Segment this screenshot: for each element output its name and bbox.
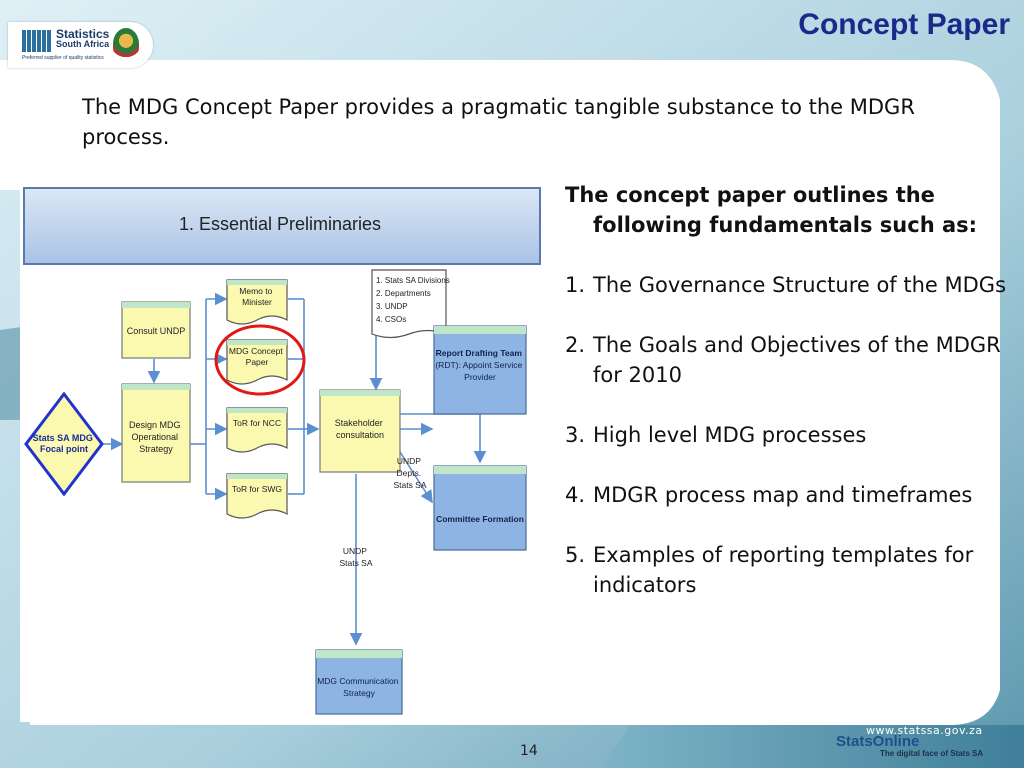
coat-of-arms-icon xyxy=(113,28,139,60)
concept-paper-node: MDG Concept Paper xyxy=(226,339,288,385)
svg-text:1. Stats SA Divisions 2.: 1. Stats SA Divisions 2. Departments 3. … xyxy=(376,276,452,324)
logo-tagline: Preferred supplier of quality statistics xyxy=(22,55,104,61)
tor-ncc-node: ToR for NCC xyxy=(226,407,288,453)
participants-list-node: 1. Stats SA Divisions 2. Departments 3. … xyxy=(371,269,452,339)
svg-text:Memo to Minister: Memo to Minister xyxy=(239,286,274,307)
design-line3: Strategy xyxy=(139,444,173,454)
memo-line1: Memo to xyxy=(239,286,272,296)
list-item: 1. The Governance Structure of the MDGs xyxy=(565,270,1021,300)
rdt-line2: (RDT): Appoint Service xyxy=(435,360,522,370)
process-diagram: 1. Essential Preliminaries Stats SA MDG … xyxy=(20,184,544,722)
undp-stats-line1: UNDP xyxy=(343,546,367,556)
list-item: 5. Examples of reporting templates for i… xyxy=(565,540,1021,600)
memo-minister-node: Memo to Minister xyxy=(226,279,288,325)
tor-ncc-label: ToR for NCC xyxy=(233,418,281,428)
concept-line2: Paper xyxy=(246,357,269,367)
highlight-circle xyxy=(214,324,306,396)
undp-depts-line1: UNDP xyxy=(397,456,421,466)
svg-text:Stats SA MDG Focal point: Stats SA MDG Focal point xyxy=(33,433,96,454)
tor-swg-node: ToR for SWG xyxy=(226,473,288,519)
consult-undp-node: Consult UNDP xyxy=(121,301,191,359)
concept-line1: MDG Concept xyxy=(229,346,283,356)
design-strategy-node: Design MDG Operational Strategy xyxy=(121,383,191,483)
list-item-number: 2. xyxy=(565,333,586,357)
list-item: 3. High level MDG processes xyxy=(565,420,1021,450)
focal-line2: Focal point xyxy=(40,444,88,454)
diagram-header-text: 1. Essential Preliminaries xyxy=(179,214,381,234)
list-item-text: The Goals and Objectives of the MDGR for… xyxy=(593,333,1001,387)
logo-line2: South Africa xyxy=(56,39,110,49)
stakeholder-line2: consultation xyxy=(336,430,384,440)
list-line1: 1. Stats SA Divisions xyxy=(376,276,450,285)
design-line1: Design MDG xyxy=(129,420,181,430)
undp-stats-label: UNDP Stats SA xyxy=(339,546,372,568)
list-item-number: 3. xyxy=(565,423,586,447)
consult-undp-label: Consult UNDP xyxy=(127,326,186,336)
fundamentals-lead: The concept paper outlines the following… xyxy=(565,183,978,237)
list-item-text: High level MDG processes xyxy=(593,423,867,447)
footer-tagline: The digital face of Stats SA xyxy=(880,749,984,758)
undp-stats-line2: Stats SA xyxy=(339,558,372,568)
focal-point-node: Stats SA MDG Focal point xyxy=(24,391,104,497)
communication-strategy-node: MDG Communication Strategy xyxy=(315,649,403,715)
fundamentals-section: The concept paper outlines the following… xyxy=(565,180,1021,600)
page-number: 14 xyxy=(520,743,538,759)
list-item: 4. MDGR process map and timeframes xyxy=(565,480,1021,510)
list-item: 2. The Goals and Objectives of the MDGR … xyxy=(565,330,1021,390)
list-item-text: Examples of reporting templates for indi… xyxy=(593,543,974,597)
rdt-line3: Provider xyxy=(464,372,496,382)
list-item-text: MDGR process map and timeframes xyxy=(593,483,973,507)
fundamentals-list: 1. The Governance Structure of the MDGs … xyxy=(565,270,1021,600)
undp-depts-line3: Stats SA xyxy=(393,480,426,490)
logo-grid-icon xyxy=(22,30,52,52)
svg-text:Design MDG Operational: Design MDG Operational Strategy xyxy=(129,420,183,454)
stakeholder-line1: Stakeholder xyxy=(335,418,383,428)
footer-url[interactable]: www.statssa.gov.za xyxy=(866,724,983,737)
stakeholder-node: Stakeholder consultation xyxy=(319,389,401,473)
list-line3: 3. UNDP xyxy=(376,302,407,311)
report-drafting-node: Report Drafting Team (RDT): Appoint Serv… xyxy=(433,325,527,415)
list-item-number: 5. xyxy=(565,543,586,567)
intro-text: The MDG Concept Paper provides a pragmat… xyxy=(82,95,915,149)
list-item-number: 1. xyxy=(565,273,586,297)
comms-line2: Strategy xyxy=(343,688,375,698)
tor-swg-label: ToR for SWG xyxy=(232,484,282,494)
focal-line1: Stats SA MDG xyxy=(33,433,93,443)
svg-text:Stakeholder consultation: Stakeholder consultation xyxy=(335,418,386,440)
slide-title: Concept Paper xyxy=(798,8,1010,41)
committee-node: Committee Formation xyxy=(433,465,527,551)
rdt-line1: Report Drafting Team xyxy=(436,348,523,358)
undp-depts-label: UNDP Depts. Stats SA xyxy=(393,456,426,490)
undp-depts-line2: Depts. xyxy=(397,468,422,478)
comms-line1: MDG Communication xyxy=(317,676,399,686)
design-line2: Operational xyxy=(131,432,178,442)
memo-line2: Minister xyxy=(242,297,272,307)
svg-text:MDG Communication Strate: MDG Communication Strategy xyxy=(317,676,401,698)
svg-text:MDG Concept Paper: MDG Concept Paper xyxy=(229,346,285,367)
footer-brand: StatsOnline xyxy=(836,733,920,750)
svg-text:Report Drafting Team (RD: Report Drafting Team (RDT): Appoint Serv… xyxy=(435,348,524,382)
logo-line1: Statistics xyxy=(56,27,110,41)
list-item-number: 4. xyxy=(565,483,586,507)
committee-label: Committee Formation xyxy=(436,514,524,524)
diagram-header-box xyxy=(23,187,541,265)
statssa-logo: Statistics South Africa Preferred suppli… xyxy=(8,22,153,68)
list-line2: 2. Departments xyxy=(376,289,431,298)
list-item-text: The Governance Structure of the MDGs xyxy=(593,273,1007,297)
list-line4: 4. CSOs xyxy=(376,315,406,324)
